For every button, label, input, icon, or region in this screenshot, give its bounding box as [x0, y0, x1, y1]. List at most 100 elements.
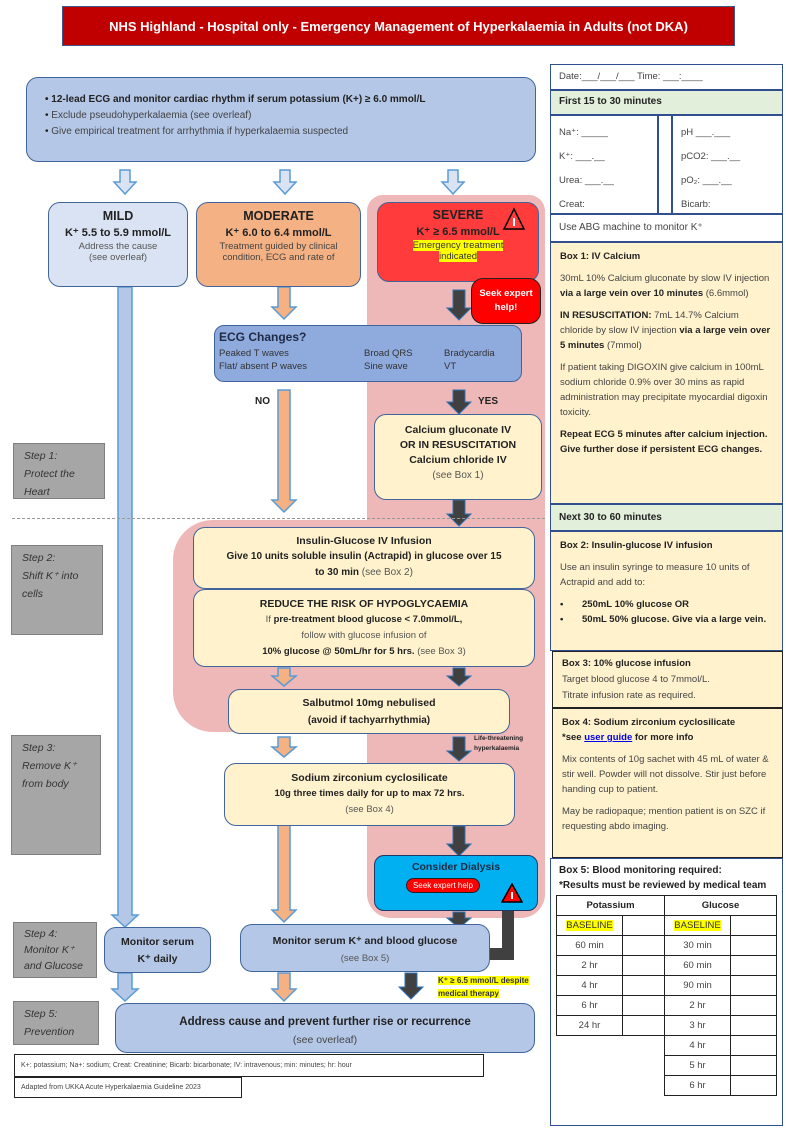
step-text: and Glucose [24, 960, 83, 972]
lab-field[interactable]: K⁺: ___.__ [559, 151, 605, 162]
lab-field[interactable]: pCO2: ___.__ [681, 151, 741, 162]
potassium-result-cell[interactable] [622, 1015, 665, 1036]
glucose-result-cell[interactable] [730, 915, 777, 936]
hypo-ref: (see Box 3) [417, 646, 466, 657]
step-text: from body [22, 778, 69, 790]
lab-field[interactable]: pH ___.___ [681, 127, 731, 138]
box2-bullet-text: 50mL 50% glucose. Give via a large vein. [582, 614, 767, 625]
calcium-ref: (see Box 1) [432, 470, 484, 481]
glucose-result-cell[interactable] [730, 955, 777, 976]
box5-blood-monitoring: Box 5: Blood monitoring required: *Resul… [550, 858, 783, 1126]
box1-text: via a large vein over 5 minutes [560, 325, 771, 351]
step-text: Heart [24, 486, 50, 498]
box1-text: via a large vein over 10 minutes [560, 288, 704, 299]
lab-field[interactable]: pO₂: ___.__ [681, 175, 732, 186]
lab-field[interactable]: Urea: ___.__ [559, 175, 614, 186]
dialysis-title: Consider Dialysis [411, 861, 501, 873]
severe-text: Emergency treatment [412, 240, 504, 251]
step-4-label: Step 4:Monitor K⁺and Glucose [13, 922, 97, 978]
potassium-result-cell[interactable] [622, 955, 665, 976]
mild-range: K⁺ 5.5 to 5.9 mmol/L [64, 227, 172, 239]
glucose-result-cell[interactable] [730, 1075, 777, 1096]
monitor-glucose-box: Monitor serum K⁺ and blood glucose (see … [240, 924, 490, 972]
potassium-result-cell[interactable] [622, 915, 665, 936]
labs-left[interactable]: Na⁺: _____ K⁺: ___.__ Urea: ___.__ Creat… [550, 115, 658, 214]
potassium-time: 2 hr [556, 955, 623, 976]
box4-text: *see [562, 732, 582, 743]
glucose-result-cell[interactable] [730, 975, 777, 996]
abg-note: Use ABG machine to monitor K⁺ [550, 214, 783, 242]
box5-title: Box 5: Blood monitoring required: [559, 865, 722, 876]
empty-cell [557, 1036, 665, 1056]
box2-insulin-glucose: Box 2: Insulin-glucose IV infusion Use a… [550, 531, 783, 651]
down-arrow-icon [112, 169, 466, 196]
date-time-field[interactable]: Date:___/___/___ Time: ___:____ [550, 64, 783, 90]
box1-text: 7mL 14.7% Calcium chloride by slow IV in… [560, 310, 739, 336]
ecg-sign: Broad QRS [364, 348, 413, 359]
lab-field[interactable]: Creat: [559, 199, 585, 210]
calcium-line: Calcium gluconate IV [404, 424, 512, 436]
labs-right[interactable]: pH ___.___ pCO2: ___.__ pO₂: ___.__ Bica… [672, 115, 783, 214]
warning-icon [502, 207, 526, 230]
potassium-result-cell[interactable] [622, 975, 665, 996]
box2-bullet-text: 250mL 10% glucose OR [582, 599, 690, 610]
potassium-time: BASELINE [556, 915, 623, 936]
glucose-result-cell[interactable] [730, 1015, 777, 1036]
moderate-text: condition, ECG and rate of [222, 252, 335, 263]
despite-text: K⁺ ≥ 6.5 mmol/L despite [438, 976, 529, 985]
seek-expert-help-badge: Seek expert help [405, 878, 481, 893]
glucose-result-cell[interactable] [730, 1035, 777, 1056]
user-guide-link[interactable]: user guide [584, 732, 633, 743]
assessment-item: Exclude pseudohyperkalaemia (see overlea… [45, 108, 517, 124]
table-row: 5 hr [557, 1055, 777, 1076]
salbutamol-note: (avoid if tachyarrhythmia) [307, 715, 431, 726]
mild-box: MILD K⁺ 5.5 to 5.9 mmol/L Address the ca… [48, 202, 188, 287]
prevention-title: Address cause and prevent further rise o… [179, 1016, 471, 1028]
life-threat-text: hyperkalaemia [474, 745, 520, 752]
box2-bullet: •250mL 10% glucose OR [560, 599, 690, 610]
glucose-result-cell[interactable] [730, 935, 777, 956]
hypo-text: pre-treatment blood glucose < 7.0mmol/L, [273, 614, 463, 625]
empty-cell [557, 1056, 665, 1076]
box1-text: (7mmol) [607, 340, 642, 351]
prevention-ref: (see overleaf) [292, 1034, 358, 1046]
box3-title: Box 3: 10% glucose infusion [562, 658, 691, 669]
monitor-daily-box: Monitor serum K⁺ daily [104, 927, 211, 973]
yes-label: YES [478, 396, 499, 407]
glucose-time: 3 hr [664, 1015, 731, 1036]
glucose-result-cell[interactable] [730, 1055, 777, 1076]
box4-szc: Box 4: Sodium zirconium cyclosilicate *s… [552, 708, 783, 858]
lab-field[interactable]: Bicarb: [681, 199, 711, 210]
severe-arrows [397, 289, 473, 1000]
box3-glucose-infusion: Box 3: 10% glucose infusion Target blood… [552, 651, 783, 708]
no-label: NO [255, 396, 270, 407]
prevention-box: Address cause and prevent further rise o… [115, 1003, 535, 1053]
severe-title: SEVERE [432, 208, 484, 222]
lab-field[interactable]: Na⁺: _____ [559, 127, 608, 138]
box4-title: Box 4: Sodium zirconium cyclosilicate [562, 717, 736, 728]
insulin-title: Insulin-Glucose IV Infusion [296, 535, 432, 547]
step-5-label: Step 5:Prevention [13, 1001, 99, 1045]
glucose-time: 5 hr [664, 1055, 731, 1076]
glucose-time: 6 hr [664, 1075, 731, 1096]
glucose-result-cell[interactable] [730, 995, 777, 1016]
step-text: Shift K⁺ into [22, 570, 79, 582]
box3-text: Titrate infusion rate as required. [562, 690, 696, 701]
warning-icon [501, 882, 523, 903]
potassium-result-cell[interactable] [622, 995, 665, 1016]
assessment-item: Give empirical treatment for arrhythmia … [45, 124, 517, 140]
second-period-header: Next 30 to 60 minutes [550, 504, 783, 531]
monitor-glucose-ref: (see Box 5) [340, 953, 390, 964]
potassium-result-cell[interactable] [622, 935, 665, 956]
monitor-glucose-title: Monitor serum K⁺ and blood glucose [272, 935, 458, 947]
box1-title: Box 1: IV Calcium [560, 251, 641, 262]
monitor-daily-text: Monitor serum [121, 936, 194, 948]
despite-therapy-label: K⁺ ≥ 6.5 mmol/L despite medical therapy [438, 974, 529, 1000]
